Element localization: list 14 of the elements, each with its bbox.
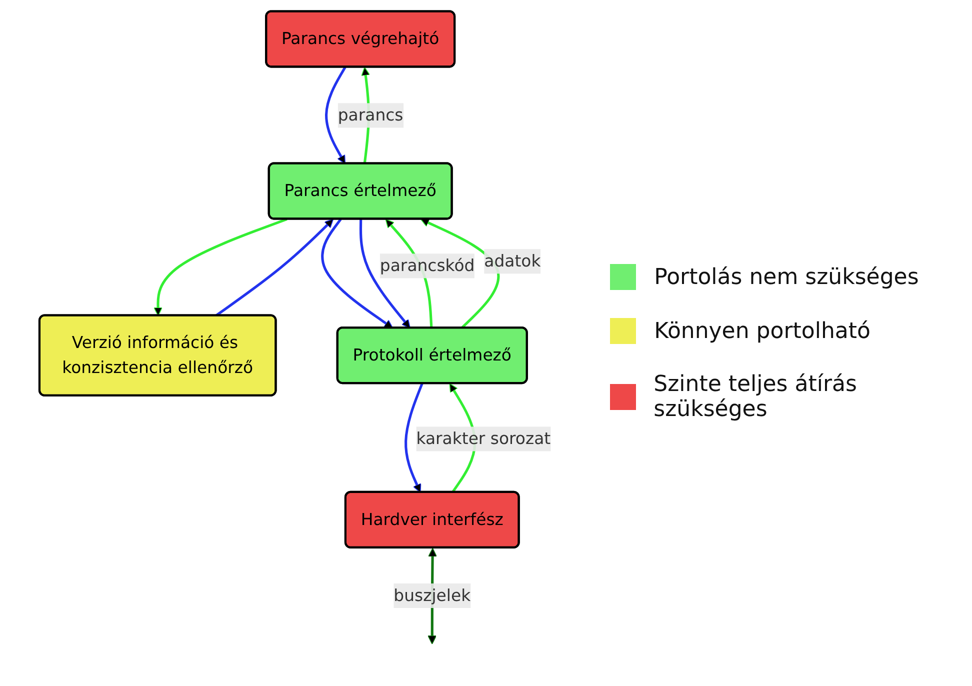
arrow	[404, 383, 424, 493]
edge-label: karakter sorozat	[416, 428, 551, 448]
edge-label: parancskód	[380, 256, 475, 276]
arrow	[321, 218, 394, 329]
arrow	[325, 66, 346, 164]
edge-label: adatok	[484, 251, 541, 271]
arrow	[214, 218, 334, 317]
edge-label: parancs	[338, 105, 404, 125]
arrow	[359, 219, 411, 329]
arrow	[154, 218, 288, 316]
legend-label: Könnyen portolható	[654, 318, 870, 344]
edge-label: buszjelek	[394, 585, 471, 605]
legend-label: Portolás nem szükséges	[654, 264, 919, 290]
legend-label: Szinte teljes átírás szükséges	[654, 372, 858, 422]
